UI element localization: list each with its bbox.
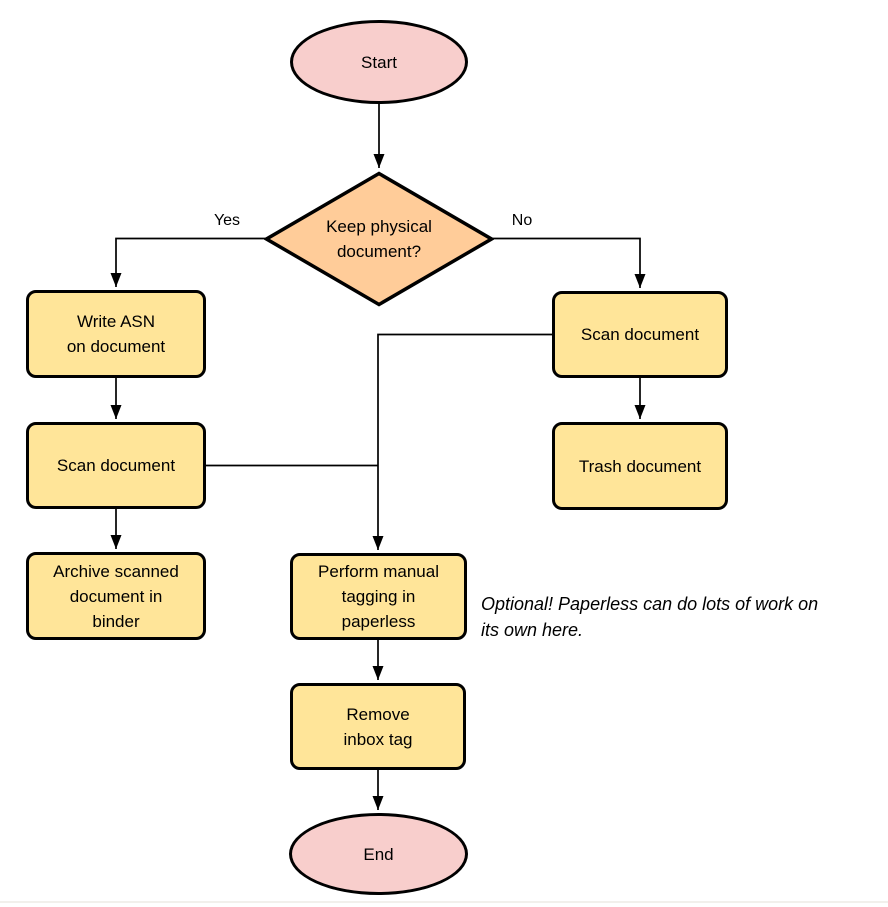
edge-decision-no-to-scan-right <box>492 237 646 288</box>
diamond-shape <box>264 171 494 307</box>
edge-decision-yes-to-write-asn <box>110 237 266 287</box>
node-scan-right-label: Scan document <box>580 325 700 344</box>
node-remove-inbox-tag: Remove inbox tag <box>290 683 466 770</box>
node-decision-keep-physical-document: Keep physical document? <box>264 171 494 307</box>
node-perform-tagging-label: Perform manual tagging in paperless <box>318 562 439 631</box>
edge-scan-right-to-perform-tagging <box>372 333 552 550</box>
node-end: End <box>289 813 468 895</box>
node-decision-label: Keep physical document? <box>326 217 432 261</box>
node-trash-document: Trash document <box>552 422 728 510</box>
node-perform-manual-tagging: Perform manual tagging in paperless <box>290 553 467 640</box>
node-end-label: End <box>363 844 394 864</box>
node-scan-left-label: Scan document <box>56 456 176 475</box>
node-start: Start <box>290 20 468 104</box>
edge-label-no: No <box>511 212 533 229</box>
node-scan-document-right: Scan document <box>552 291 728 378</box>
node-write-asn-label: Write ASN on document <box>66 312 166 356</box>
annotation-optional-paperless: Optional! Paperless can do lots of work … <box>481 594 819 640</box>
node-trash-label: Trash document <box>578 456 702 476</box>
node-archive-label: Archive scanned document in binder <box>53 561 179 631</box>
node-remove-inbox-tag-label: Remove inbox tag <box>343 704 413 749</box>
node-archive-scanned-document: Archive scanned document in binder <box>26 552 206 640</box>
node-start-label: Start <box>361 52 397 72</box>
page-bottom-divider <box>0 901 888 903</box>
node-write-asn-on-document: Write ASN on document <box>26 290 206 378</box>
edge-label-yes: Yes <box>213 212 241 229</box>
node-scan-document-left: Scan document <box>26 422 206 509</box>
